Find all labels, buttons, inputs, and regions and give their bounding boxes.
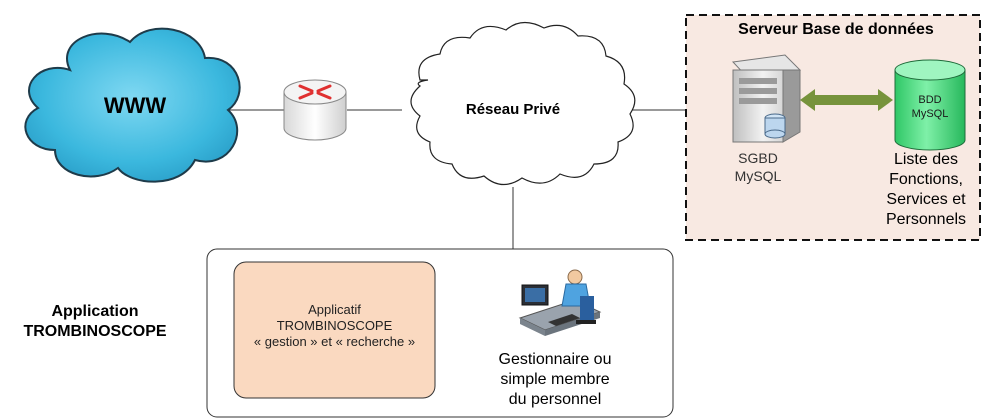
user-label-line3: du personnel	[508, 391, 602, 408]
module-label-line1: Applicatif	[308, 302, 361, 317]
private-network-cloud	[410, 21, 636, 186]
db-icon-label-line2: MySQL	[911, 107, 949, 120]
network-label: Réseau Privé	[465, 101, 561, 118]
database-cylinder-icon	[894, 59, 966, 151]
application-title-line2: TROMBINOSCOPE	[23, 323, 167, 340]
application-title: Application TROMBINOSCOPE	[0, 302, 190, 342]
dbms-label-line2: MySQL	[734, 167, 782, 184]
db-contents-line: Liste des	[893, 151, 959, 168]
db-contents-label: Liste des Fonctions, Services et Personn…	[870, 150, 982, 230]
module-label-line2: TROMBINOSCOPE	[276, 318, 393, 333]
www-label: WWW	[103, 93, 167, 118]
user-label-line2: simple membre	[500, 371, 610, 388]
db-server-title: Serveur Base de données	[738, 21, 934, 38]
db-icon-label-line1: BDD	[918, 94, 942, 106]
dbms-db-double-arrow	[800, 89, 893, 111]
module-label: Applicatif TROMBINOSCOPE « gestion » et …	[236, 302, 433, 350]
user-label: Gestionnaire ou simple membre du personn…	[480, 350, 630, 410]
db-contents-line: Personnels	[885, 211, 967, 228]
db-contents-line: Fonctions,	[889, 171, 963, 188]
db-icon-label: BDD MySQL	[900, 94, 960, 122]
trombinoscope-module-box	[233, 261, 436, 399]
dbms-server-icon	[731, 54, 802, 143]
dbms-label-line1: SGBD	[738, 150, 778, 166]
application-title-line1: Application	[51, 303, 139, 320]
user-label-line1: Gestionnaire ou	[498, 351, 612, 368]
router-icon	[283, 79, 347, 141]
internet-cloud	[24, 27, 241, 183]
dbms-label: SGBD MySQL	[713, 150, 803, 185]
module-label-line3: « gestion » et « recherche »	[253, 334, 416, 349]
db-contents-line: Services et	[886, 191, 966, 208]
workstation-user-icon	[518, 269, 602, 336]
